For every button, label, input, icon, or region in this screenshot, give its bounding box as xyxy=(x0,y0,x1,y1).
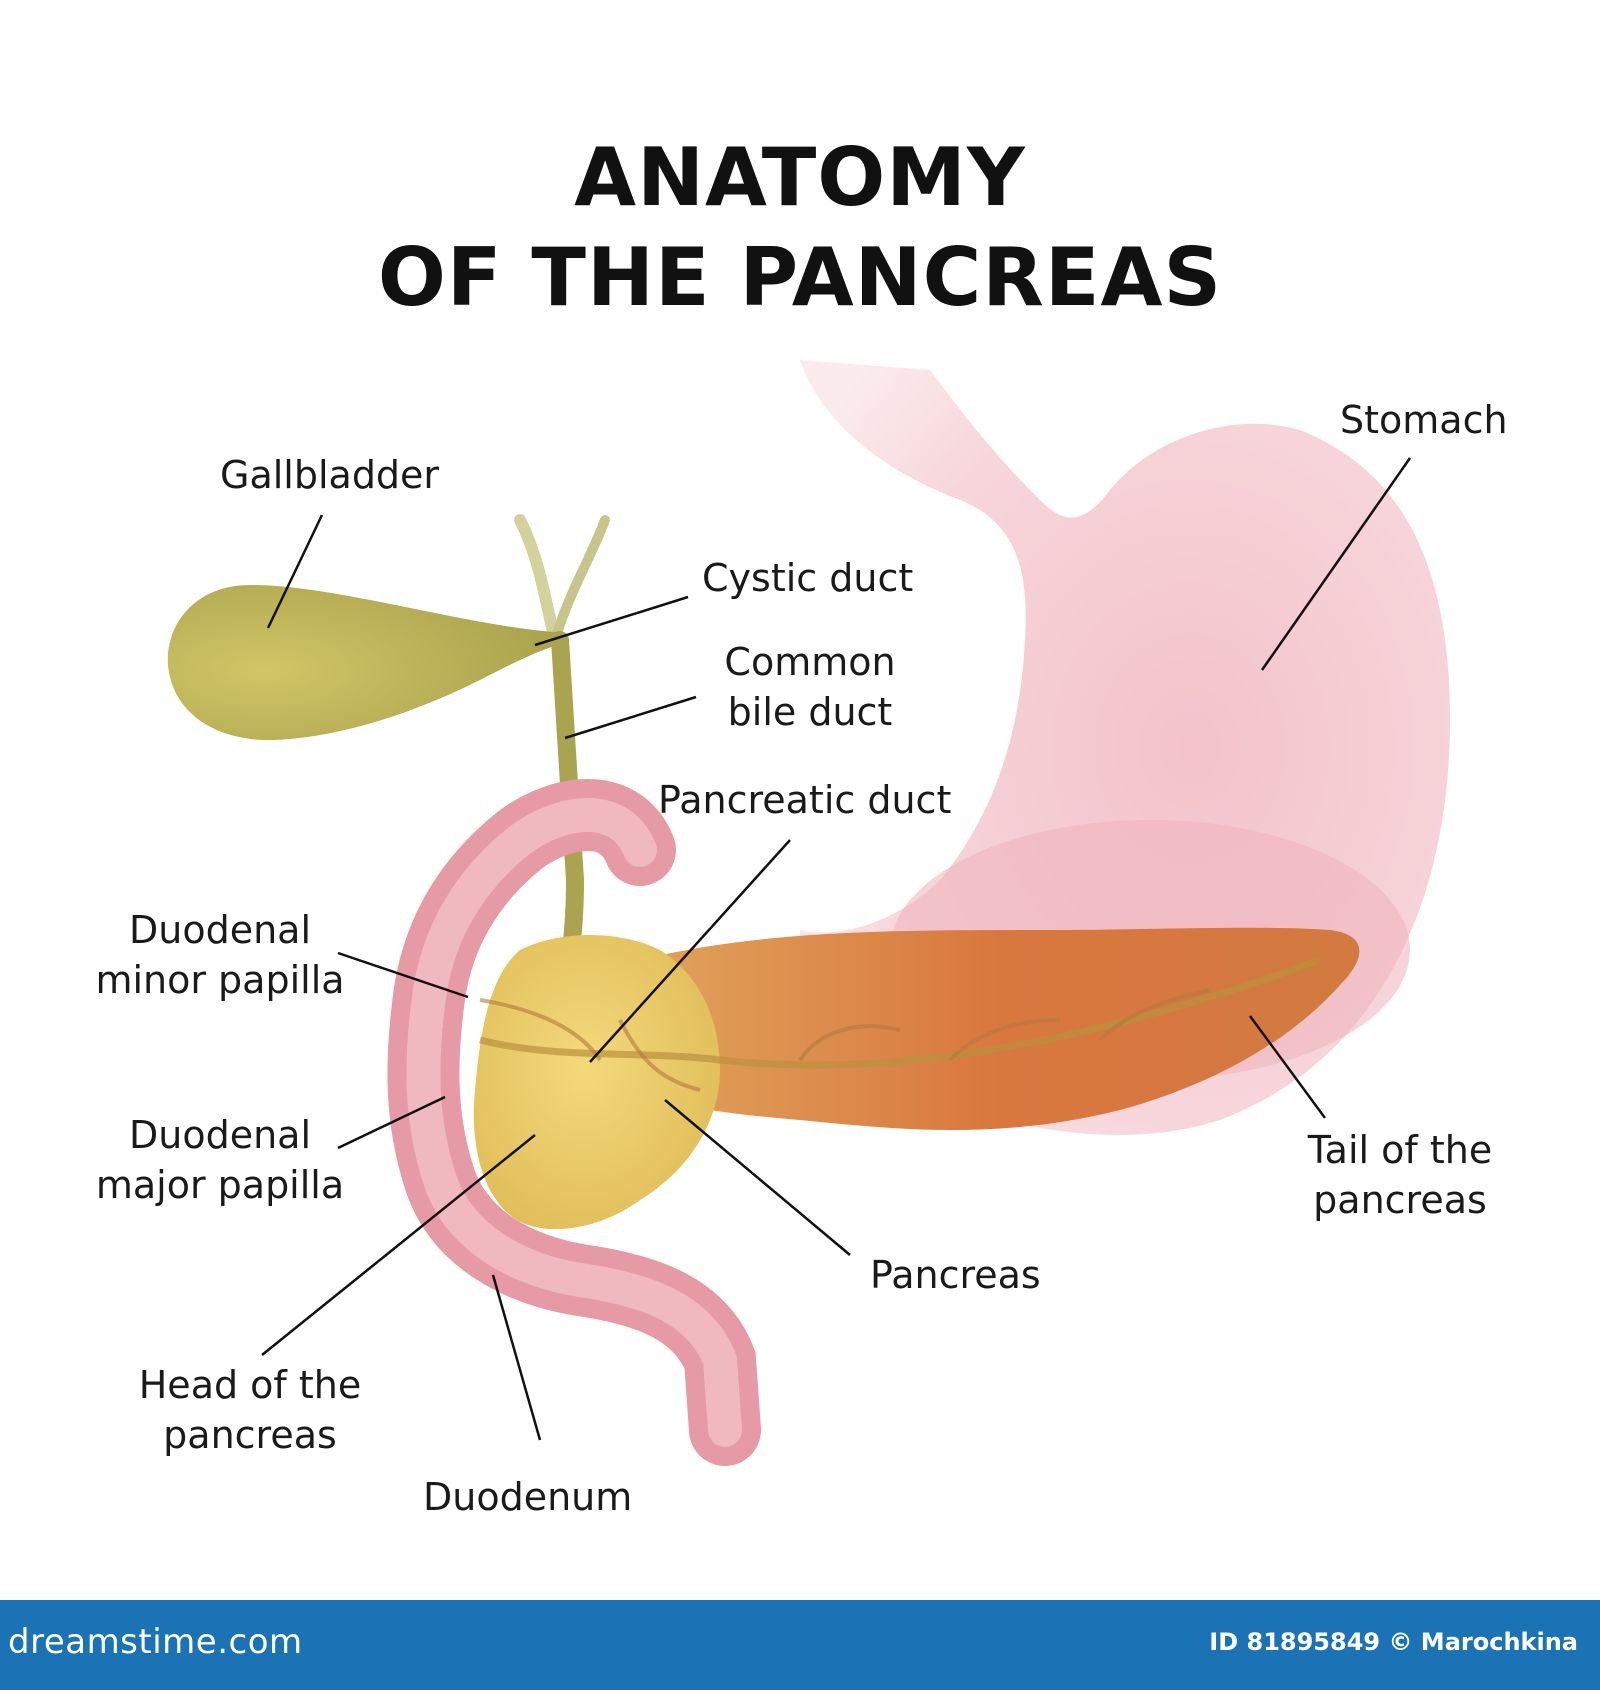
footer-bar: dreamstime.com ID 81895849 © Marochkina xyxy=(0,1600,1600,1690)
pancreas-shape xyxy=(473,927,1360,1230)
leader-lines xyxy=(261,457,1412,1441)
label-duodenum: Duodenum xyxy=(423,1475,633,1519)
label-stomach: Stomach xyxy=(1340,398,1508,442)
major-papilla-line-2: major papilla xyxy=(95,1163,345,1207)
tail-line-1: Tail of the xyxy=(1307,1128,1493,1172)
minor-papilla-line-1: Duodenal xyxy=(128,908,312,952)
label-duodenal-minor-papilla: Duodenal minor papilla xyxy=(90,905,350,1005)
common-bile-duct-line-1: Common xyxy=(724,640,896,684)
page-title: ANATOMY OF THE PANCREAS xyxy=(0,128,1600,328)
label-gallbladder: Gallbladder xyxy=(220,453,440,497)
label-common-bile-duct: Common bile duct xyxy=(705,637,915,737)
major-papilla-line-1: Duodenal xyxy=(128,1113,312,1157)
title-line-2: OF THE PANCREAS xyxy=(377,231,1223,324)
head-line-2: pancreas xyxy=(163,1413,337,1457)
label-pancreas: Pancreas xyxy=(870,1253,1041,1297)
minor-papilla-line-2: minor papilla xyxy=(95,958,345,1002)
duodenum-shape xyxy=(387,779,761,1466)
label-duodenal-major-papilla: Duodenal major papilla xyxy=(90,1110,350,1210)
brand-logo-text: dreamstime.com xyxy=(8,1622,303,1662)
tail-line-2: pancreas xyxy=(1313,1178,1487,1222)
label-head-of-pancreas: Head of the pancreas xyxy=(130,1360,370,1460)
common-bile-duct-line-2: bile duct xyxy=(727,690,893,734)
gallbladder-shape xyxy=(167,585,559,741)
pancreas-anatomy-illustration xyxy=(167,360,1450,1466)
label-cystic-duct: Cystic duct xyxy=(702,556,914,600)
stock-id-credit: ID 81895849 © Marochkina xyxy=(1209,1628,1578,1656)
label-tail-of-pancreas: Tail of the pancreas xyxy=(1295,1125,1505,1225)
label-pancreatic-duct: Pancreatic duct xyxy=(658,778,952,822)
title-line-1: ANATOMY xyxy=(574,131,1026,224)
head-line-1: Head of the xyxy=(138,1363,362,1407)
